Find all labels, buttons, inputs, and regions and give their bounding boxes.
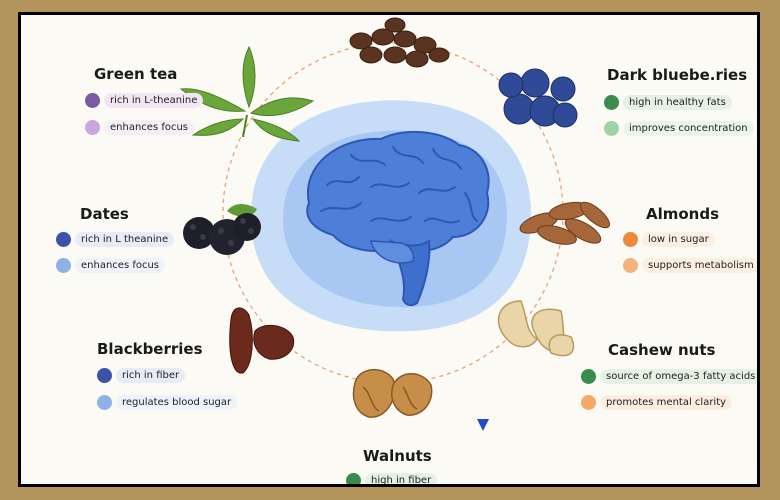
list-item: high in healthy fats (604, 93, 732, 111)
item-label: enhances focus (104, 119, 195, 135)
blueberry-icon (498, 68, 578, 128)
title-cashew-nuts: Cashew nuts (608, 341, 716, 359)
list-item: low in sugar (623, 230, 715, 248)
list-item: rich in L theanine (56, 230, 175, 248)
list-item: rich in fiber (97, 366, 186, 384)
down-triangle-icon[interactable] (477, 419, 489, 431)
bullet-dot (581, 368, 596, 384)
green-tea-leaves-icon (179, 45, 315, 142)
list-item: supports metabolism (623, 256, 757, 274)
list-item: regulates blood sugar (97, 393, 238, 411)
walnut-icon (352, 369, 433, 418)
item-label: rich in L theanine (75, 231, 175, 247)
list-item: high in fiber (346, 471, 438, 484)
list-item: source of omega-3 fatty acids (581, 367, 757, 385)
title-dates: Dates (80, 205, 129, 223)
item-label: rich in fiber (116, 367, 186, 383)
bullet-dot (85, 92, 100, 108)
bullet-dot (604, 120, 619, 136)
item-label: supports metabolism (642, 257, 757, 273)
item-label: high in healthy fats (623, 94, 732, 110)
item-label: enhances focus (75, 257, 166, 273)
item-label: low in sugar (642, 231, 715, 247)
bullet-dot (97, 394, 112, 410)
item-label: rich in L-theanine (104, 92, 204, 108)
list-item: improves concentration (604, 119, 754, 137)
bullet-dot (581, 394, 596, 410)
title-dark-blueberries: Dark bluebe.ries (607, 66, 748, 84)
brain-icon (306, 130, 490, 307)
bullet-dot (604, 94, 619, 110)
list-item: enhances focus (85, 118, 195, 136)
item-label: high in fiber (365, 472, 438, 484)
illustration-layer (179, 17, 611, 431)
bullet-dot (346, 472, 361, 484)
date-fruit-icon (229, 307, 295, 374)
list-item: rich in L-theanine (85, 91, 204, 109)
almond-icon (519, 201, 611, 245)
list-item: promotes mental clarity (581, 393, 733, 411)
title-walnuts: Walnuts (363, 447, 432, 465)
title-blackberries: Blackberries (97, 340, 203, 358)
bullet-dot (56, 231, 71, 247)
blackberry-icon (183, 204, 261, 255)
item-label: regulates blood sugar (116, 394, 238, 410)
bullet-dot (85, 119, 100, 135)
item-label: promotes mental clarity (600, 394, 733, 410)
coffee-beans-icon (349, 17, 450, 68)
bullet-dot (623, 257, 638, 273)
title-green-tea: Green tea (94, 65, 178, 83)
bullet-dot (623, 231, 638, 247)
bullet-dot (56, 257, 71, 273)
item-label: source of omega-3 fatty acids (600, 368, 757, 384)
title-almonds: Almonds (646, 205, 720, 223)
infographic-panel: Green tea rich in L-theanine enhances fo… (21, 15, 757, 484)
list-item: enhances focus (56, 256, 166, 274)
item-label: improves concentration (623, 120, 754, 136)
bullet-dot (97, 367, 112, 383)
cashew-icon (497, 300, 575, 357)
